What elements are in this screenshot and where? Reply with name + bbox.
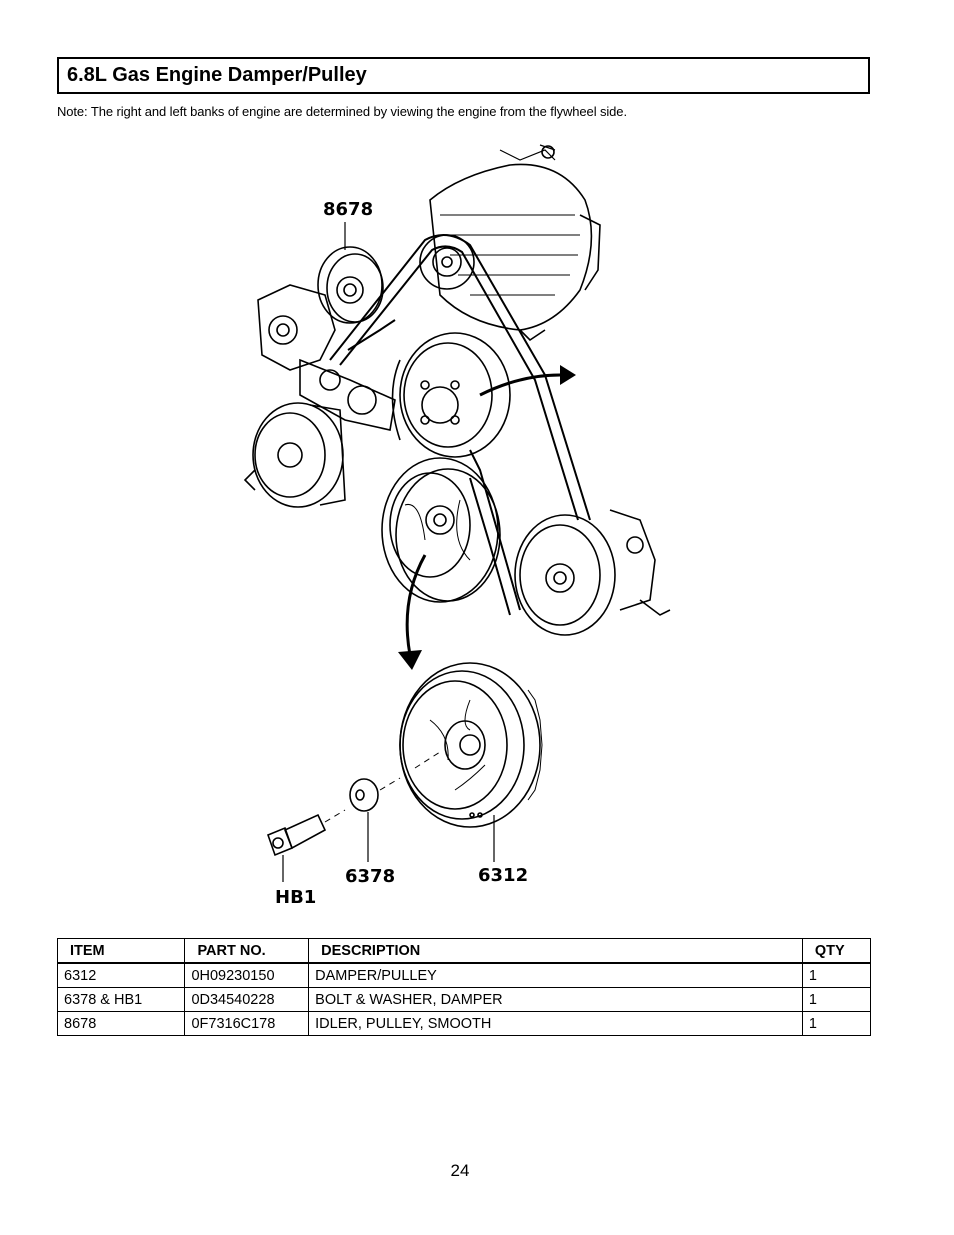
engine-pulley-illustration — [243, 144, 671, 882]
arrow-icon — [405, 554, 427, 656]
callout-6378: 6378 — [345, 866, 396, 887]
header-description: DESCRIPTION — [308, 938, 803, 964]
cell-item: 6312 — [56, 962, 186, 988]
cell-item: 8678 — [56, 1011, 186, 1036]
damper-pulley-6312 — [399, 662, 543, 828]
callout-8678: 8678 — [323, 199, 374, 220]
alternator — [429, 144, 601, 342]
cell-qty: 1 — [801, 987, 872, 1012]
cell-description: IDLER, PULLEY, SMOOTH — [308, 1011, 803, 1036]
installed-damper — [381, 457, 501, 603]
exploded-diagram: 8678 6378 6312 HB1 — [240, 140, 710, 915]
page-title: 6.8L Gas Engine Damper/Pulley — [67, 64, 367, 86]
table-header-row: ITEM PART NO. DESCRIPTION QTY — [56, 938, 872, 964]
note-text: Note: The right and left banks of engine… — [57, 104, 627, 119]
cell-description: DAMPER/PULLEY — [308, 962, 803, 988]
washer-6378 — [349, 778, 379, 812]
tensioner-bracket — [257, 284, 396, 431]
serpentine-belt — [329, 234, 591, 616]
cell-part-no: 0D34540228 — [184, 987, 310, 1012]
page-number: 24 — [450, 1161, 470, 1180]
cell-qty: 1 — [801, 962, 872, 988]
header-item: ITEM — [56, 938, 186, 964]
table-row: 6378 & HB1 0D34540228 BOLT & WASHER, DAM… — [56, 987, 872, 1012]
section-title-box: 6.8L Gas Engine Damper/Pulley — [57, 57, 870, 94]
water-pump-pulley — [391, 332, 511, 458]
table-row: 6312 0H09230150 DAMPER/PULLEY 1 — [56, 962, 872, 988]
arrow-icon — [479, 373, 561, 397]
cell-part-no: 0F7316C178 — [184, 1011, 310, 1036]
cell-description: BOLT & WASHER, DAMPER — [308, 987, 803, 1012]
cell-qty: 1 — [801, 1011, 872, 1036]
bolt-hb1 — [266, 813, 327, 857]
idler-pulley-8678 — [317, 246, 384, 324]
ac-compressor — [243, 402, 346, 508]
cell-part-no: 0H09230150 — [184, 962, 310, 988]
callout-6312: 6312 — [478, 865, 529, 886]
parts-table: ITEM PART NO. DESCRIPTION QTY 6312 0H092… — [56, 938, 872, 1036]
header-qty: QTY — [801, 938, 872, 964]
table-row: 8678 0F7316C178 IDLER, PULLEY, SMOOTH 1 — [56, 1011, 872, 1036]
header-part-no: PART NO. — [184, 938, 310, 964]
callout-hb1: HB1 — [275, 887, 317, 908]
power-steering-pulley — [514, 509, 671, 636]
cell-item: 6378 & HB1 — [56, 987, 186, 1012]
